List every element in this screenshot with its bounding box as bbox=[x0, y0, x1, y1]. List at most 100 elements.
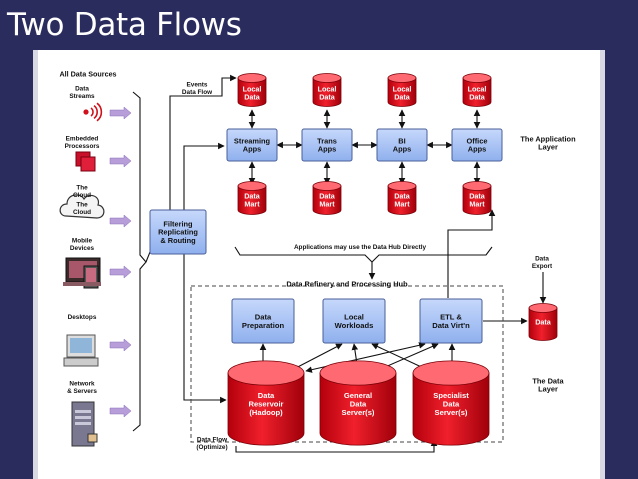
local-data-label-0: Local bbox=[243, 84, 262, 93]
local-data-1 bbox=[312, 73, 342, 107]
server-1-top bbox=[319, 360, 397, 386]
app-label-2: Apps bbox=[393, 145, 411, 154]
server-1-body bbox=[319, 372, 397, 446]
data-mart-3 bbox=[462, 181, 492, 215]
app-label-1: Apps bbox=[318, 145, 336, 154]
source-label-data-streams: Streams bbox=[69, 93, 95, 100]
app-label-0: Streaming bbox=[234, 136, 271, 145]
server-label-0: Reservoir bbox=[248, 400, 283, 409]
server-0-top bbox=[227, 360, 305, 386]
server-label-2: Specialist bbox=[433, 391, 469, 400]
cloud-icon bbox=[59, 194, 105, 219]
diagram-shapes bbox=[59, 73, 558, 447]
app-box-2 bbox=[376, 128, 428, 162]
data-layer-label: Layer bbox=[538, 385, 558, 394]
signal-wave bbox=[90, 107, 94, 117]
hub-box-1 bbox=[322, 298, 386, 344]
phone-screen bbox=[86, 268, 96, 283]
hub-box-2 bbox=[419, 298, 483, 344]
server-bay bbox=[75, 410, 91, 413]
server-label-1: Data bbox=[350, 400, 367, 409]
source-label-embedded-processors: Processors bbox=[65, 143, 100, 150]
server-bay bbox=[75, 416, 91, 419]
server-icon bbox=[71, 401, 98, 447]
chip-front bbox=[80, 156, 96, 172]
app-box-3 bbox=[451, 128, 503, 162]
source-label-data-streams: Data bbox=[75, 86, 89, 93]
source-arrow-network-servers bbox=[109, 404, 132, 418]
source-label-embedded-processors: Embedded bbox=[66, 136, 99, 143]
signal-dot bbox=[83, 109, 89, 115]
app-label-3: Apps bbox=[468, 145, 486, 154]
desktop-icon bbox=[63, 334, 99, 367]
monitor-screen bbox=[70, 338, 92, 353]
slide-title: Two Data Flows bbox=[0, 0, 638, 50]
data-mart-1 bbox=[312, 181, 342, 215]
filtering-label: Replicating bbox=[158, 228, 198, 237]
filtering-label: Filtering bbox=[163, 219, 193, 228]
etl-to-apps bbox=[447, 209, 496, 298]
data-mart-label-1: Data bbox=[319, 191, 336, 200]
local-data-label-3: Local bbox=[468, 84, 487, 93]
data-mart-2-top bbox=[387, 181, 417, 191]
server-label-2: Server(s) bbox=[435, 408, 468, 417]
chip-icon bbox=[75, 151, 96, 172]
app-box-1 bbox=[301, 128, 353, 162]
data-mart-3-body bbox=[462, 185, 492, 215]
optimize-flow-label: (Optimize) bbox=[196, 444, 227, 451]
source-label-desktops: Desktops bbox=[68, 314, 97, 321]
filtering-box bbox=[149, 209, 207, 255]
data-mart-0 bbox=[237, 181, 267, 215]
hub-box-label-0: Data bbox=[255, 312, 272, 321]
panel-shadow-left bbox=[33, 50, 38, 479]
server-0-body bbox=[227, 372, 305, 446]
source-label-cloud: Cloud bbox=[73, 192, 91, 199]
source-label-network-servers: Network bbox=[69, 381, 95, 388]
data-mart-label-0: Data bbox=[244, 191, 261, 200]
sources-bracket bbox=[132, 91, 147, 432]
laptop-base bbox=[63, 282, 101, 286]
data-mart-1-body bbox=[312, 185, 342, 215]
keyboard bbox=[63, 357, 99, 367]
optimize-flow-label: Data Flow bbox=[197, 437, 227, 444]
data-mart-3-top bbox=[462, 181, 492, 191]
data-export-label: Export bbox=[532, 263, 553, 270]
hub-box-label-1: Local bbox=[344, 312, 364, 321]
data-mart-0-top bbox=[237, 181, 267, 191]
data-mart-1-top bbox=[312, 181, 342, 191]
source-label-cloud: The bbox=[76, 185, 88, 192]
events-flow-label: Events bbox=[187, 82, 208, 89]
app-label-0: Apps bbox=[243, 145, 261, 154]
server-2 bbox=[412, 360, 490, 446]
local-data-1-body bbox=[312, 77, 342, 107]
cloud-label: Cloud bbox=[73, 209, 91, 216]
source-label-network-servers: & Servers bbox=[67, 388, 97, 395]
local-data-0 bbox=[237, 73, 267, 107]
server-label-0: (Hadoop) bbox=[249, 408, 283, 417]
local-data-label-1: Local bbox=[318, 84, 337, 93]
local-data-0-body bbox=[237, 77, 267, 107]
app-label-1: Trans bbox=[317, 136, 337, 145]
hub-box-label-2: Data Virt'n bbox=[432, 321, 470, 330]
signal-wave bbox=[96, 102, 103, 122]
optimize-flow-line bbox=[235, 439, 438, 453]
hub-box-label-2: ETL & bbox=[440, 312, 462, 321]
application-layer-label: Layer bbox=[538, 143, 558, 152]
signal-wave bbox=[93, 104, 98, 120]
local-data-label-3: Data bbox=[469, 93, 486, 102]
panel-shadow-right bbox=[600, 50, 605, 479]
source-arrow-embedded-processors bbox=[109, 154, 132, 168]
server-port bbox=[87, 433, 98, 443]
hub-title: Data Refinery and Processing Hub bbox=[286, 280, 408, 289]
data-export-cylinder-top bbox=[528, 303, 558, 313]
local-data-label-1: Data bbox=[319, 93, 336, 102]
source-arrow-desktops bbox=[109, 338, 132, 352]
source-arrow-mobile-devices bbox=[109, 265, 132, 279]
local-data-label-2: Local bbox=[393, 84, 412, 93]
cloud-shape bbox=[59, 194, 105, 219]
local-data-1-top bbox=[312, 73, 342, 83]
data-mart-label-1: Mart bbox=[319, 200, 335, 209]
data-mart-label-2: Data bbox=[394, 191, 411, 200]
app-label-2: BI bbox=[398, 136, 405, 145]
server-1 bbox=[319, 360, 397, 446]
